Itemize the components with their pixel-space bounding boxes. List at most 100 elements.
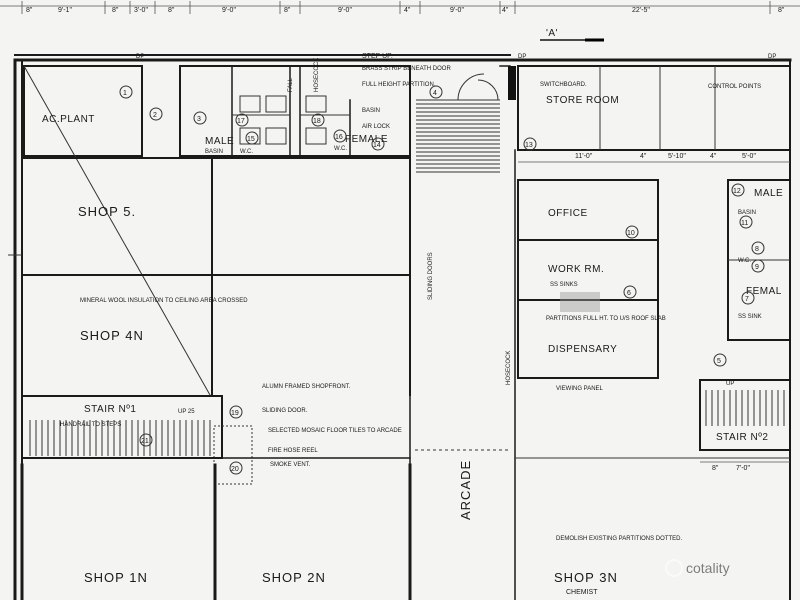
hosecock-note: HOSECOCK bbox=[506, 351, 512, 385]
fire-hose-note: FIRE HOSE REEL bbox=[268, 448, 318, 454]
door-number: 21 bbox=[141, 438, 149, 445]
mosaic-note: SELECTED MOSAIC FLOOR TILES TO ARCADE bbox=[268, 428, 402, 434]
door-number: 13 bbox=[525, 142, 533, 149]
watermark-text: cotality bbox=[686, 560, 730, 576]
step-up-notes: STEP UP. BRASS STRIP BENEATH DOOR FULL H… bbox=[362, 53, 451, 88]
door-number: 12 bbox=[733, 188, 741, 195]
dim-top-4: 8" bbox=[168, 7, 175, 14]
handrail-note: HANDRAIL TO STEPS bbox=[60, 422, 121, 428]
dim-top-9: 9'-0" bbox=[450, 7, 464, 14]
cotality-watermark: cotality bbox=[665, 559, 730, 577]
wc-right-label: W.C. bbox=[738, 258, 751, 264]
brass-strip-note: BRASS STRIP BENEATH DOOR bbox=[362, 66, 451, 72]
demolish-note: DEMOLISH EXISTING PARTITIONS DOTTED. bbox=[556, 536, 682, 542]
dim-mid-4: 5'-0" bbox=[742, 153, 756, 160]
dim-stair-0: 8" bbox=[712, 465, 719, 472]
fall-note: FALL bbox=[288, 77, 294, 92]
store-room-label: STORE ROOM bbox=[546, 95, 619, 106]
wc-label-right: W.C. bbox=[334, 146, 347, 152]
shop5-label: SHOP 5. bbox=[78, 204, 136, 219]
shop4-label: SHOP 4N bbox=[80, 328, 144, 343]
dim-top-12: 8" bbox=[778, 7, 785, 14]
door-number: 3 bbox=[197, 116, 201, 123]
store-room: STORE ROOM SWITCHBOARD. CONTROL POINTS bbox=[517, 65, 791, 151]
stair-2: STAIR Nº2 UP 8" 7'-0" bbox=[699, 379, 791, 472]
shop2-label: SHOP 2N bbox=[262, 570, 326, 585]
right-rooms: OFFICE WORK RM. SS SINKS PARTITIONS FULL… bbox=[517, 179, 666, 392]
air-lock-label: AIR LOCK bbox=[362, 124, 390, 130]
shops-4-5: SHOP 5. SHOP 4N MINERAL WOOL INSULATION … bbox=[8, 157, 434, 396]
wc-label-left: W.C. bbox=[240, 149, 253, 155]
ss-sink-right-label: SS SINK bbox=[738, 314, 762, 320]
chemist-label: CHEMIST bbox=[566, 589, 598, 596]
up25-note: UP 25 bbox=[178, 409, 195, 415]
door-number: 14 bbox=[373, 142, 381, 149]
office-label: OFFICE bbox=[548, 208, 588, 219]
section-marker: 'A' bbox=[540, 28, 604, 42]
switchboard-note: SWITCHBOARD. bbox=[540, 82, 587, 88]
door-number: 16 bbox=[335, 134, 343, 141]
up-note: UP bbox=[726, 381, 734, 387]
dim-top-1: 9'-1" bbox=[58, 7, 72, 14]
smoke-vent-note: SMOKE VENT. bbox=[270, 462, 311, 468]
dim-top-8: 4" bbox=[404, 7, 411, 14]
dim-mid-1: 4" bbox=[640, 153, 647, 160]
door-number: 11 bbox=[741, 220, 748, 227]
basin-right-label: BASIN bbox=[738, 210, 756, 216]
step-up-note: STEP UP. bbox=[362, 53, 393, 60]
top-dimension-string: 8" 9'-1" 8" 3'-0" 8" 9'-0" 8" 9'-0" 4" 9… bbox=[0, 1, 800, 14]
lower-shops: SHOP 1N SHOP 2N SHOP 3N CHEMIST DEMOLISH… bbox=[20, 457, 790, 600]
arcade-entry-steps bbox=[416, 65, 516, 173]
arcade-label: ARCADE bbox=[458, 460, 473, 520]
mid-dimension-string: 11'-0" 4" 5'-10" 4" 5'-0" bbox=[518, 153, 790, 163]
door-number: 20 bbox=[231, 466, 239, 473]
door-number: 8 bbox=[755, 246, 759, 253]
door-number: 17 bbox=[237, 118, 245, 125]
ac-plant-label: AC.PLANT bbox=[42, 114, 95, 125]
stair2-label: STAIR Nº2 bbox=[716, 432, 768, 443]
door-number: 5 bbox=[717, 358, 721, 365]
stair-1: STAIR Nº1 HANDRAIL TO STEPS UP 25 bbox=[21, 395, 223, 459]
door-number: 1 bbox=[123, 90, 127, 97]
dim-top-11: 22'-5" bbox=[632, 7, 650, 14]
door-number: 7 bbox=[745, 296, 749, 303]
dim-top-0: 8" bbox=[26, 7, 33, 14]
female-right-label: FEMAL bbox=[746, 286, 782, 297]
alumn-framed-note: ALUMN FRAMED SHOPFRONT. bbox=[262, 384, 351, 390]
partitions-note: PARTITIONS FULL HT. TO U/S ROOF SLAB bbox=[546, 316, 666, 322]
mineral-wool-note: MINERAL WOOL INSULATION TO CEILING AREA … bbox=[80, 298, 248, 304]
dim-mid-3: 4" bbox=[710, 153, 717, 160]
dp-mark-left: DP bbox=[136, 54, 144, 60]
dim-top-10: 4" bbox=[502, 7, 509, 14]
dim-top-2: 8" bbox=[112, 7, 119, 14]
sliding-door-note: SLIDING DOOR. bbox=[262, 408, 308, 414]
door-number: 6 bbox=[627, 290, 631, 297]
door-number: 18 bbox=[313, 118, 321, 125]
door-number: 19 bbox=[231, 410, 239, 417]
basin-label-mid: BASIN bbox=[362, 108, 380, 114]
ss-sinks-note: SS SINKS bbox=[550, 282, 578, 288]
male-left-label: MALE bbox=[205, 136, 234, 147]
hosecock-note-top: HOSECOCK bbox=[314, 58, 320, 92]
door-number: 10 bbox=[627, 230, 635, 237]
control-note: CONTROL POINTS bbox=[708, 84, 761, 90]
dim-mid-0: 11'-0" bbox=[575, 153, 593, 160]
dim-top-7: 9'-0" bbox=[338, 7, 352, 14]
door-number: 9 bbox=[755, 264, 759, 271]
right-toilet-block: MALE FEMAL BASIN W.C. SS SINK bbox=[727, 179, 791, 341]
door-number: 4 bbox=[433, 90, 437, 97]
door-number: 2 bbox=[153, 112, 157, 119]
door-number: 15 bbox=[247, 136, 255, 143]
dp-mark-right: DP bbox=[768, 54, 776, 60]
dim-top-5: 9'-0" bbox=[222, 7, 236, 14]
dim-mid-2: 5'-10" bbox=[668, 153, 686, 160]
basin-label-left: BASIN bbox=[205, 149, 223, 155]
sliding-doors-vert-note: SLIDING DOORS bbox=[428, 252, 434, 300]
stair1-label: STAIR Nº1 bbox=[84, 404, 136, 415]
dim-top-6: 8" bbox=[284, 7, 291, 14]
dim-stair-1: 7'-0" bbox=[736, 465, 750, 472]
female-left-label: FEMALE bbox=[345, 134, 388, 145]
arcade: ARCADE HOSECOCK bbox=[409, 149, 516, 600]
male-right-label: MALE bbox=[754, 188, 783, 199]
